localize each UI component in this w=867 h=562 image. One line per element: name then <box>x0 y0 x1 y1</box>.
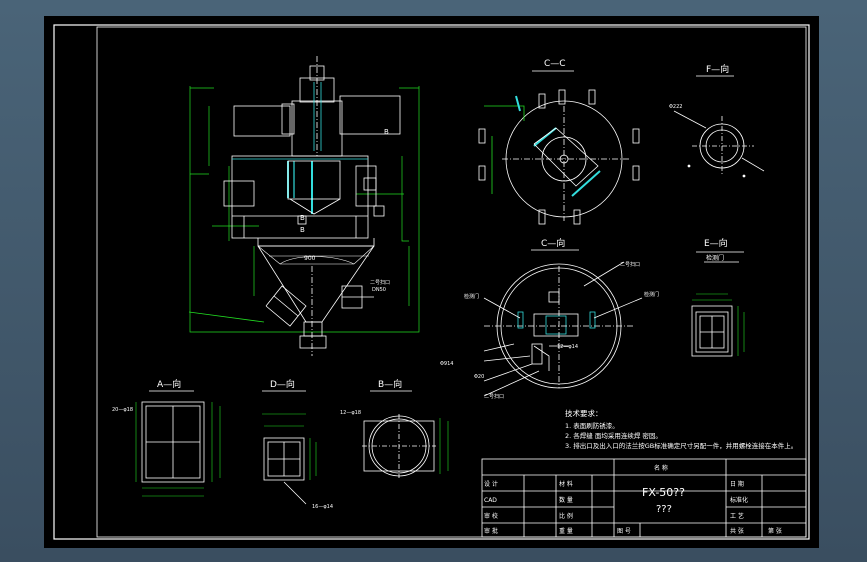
tb-r4c2: 重 量 <box>559 527 573 535</box>
view-a-title: A—向 <box>157 378 181 390</box>
c-direction-view <box>483 249 643 397</box>
c-inspect-door-left: 检测门 <box>464 293 479 300</box>
c-phi20-label: Φ20 <box>474 374 484 380</box>
tb-r2c3: 标准化 <box>730 496 748 504</box>
c-inspect-door-right: 检测门 <box>644 291 659 298</box>
tb-r1c3: 日 期 <box>730 480 744 488</box>
main-label-b-1: B <box>384 128 389 136</box>
view-c-c-title: C—C <box>544 59 566 69</box>
tb-r1c1: 设 计 <box>484 480 498 488</box>
notes-title: 技术要求： <box>565 408 603 418</box>
a-direction-view <box>135 390 221 497</box>
c-bolts-label: 12—φ14 <box>557 344 578 350</box>
tb-r3c3: 工 艺 <box>730 512 744 520</box>
view-d-title: D—向 <box>270 378 295 390</box>
notes-item-1: 1. 表面刷防锈漆。 <box>565 421 619 430</box>
main-elevation-view <box>188 56 420 356</box>
tb-r2c2: 数 量 <box>559 496 573 504</box>
view-c-dir-title: C—向 <box>541 237 565 249</box>
inner-frame <box>96 26 807 538</box>
tb-r1c2: 材 料 <box>559 480 573 488</box>
tb-r4c1: 审 批 <box>484 527 498 535</box>
notes-item-2: 2. 各焊缝 面均采用连续焊 密固。 <box>565 431 662 440</box>
notes-item-3: 3. 排出口及出入口的法兰按GB标准确定尺寸另配一件，并用螺栓连接在本件上。 <box>565 441 797 450</box>
c-c-section-view <box>478 70 640 225</box>
tb-sheet: 第 张 <box>768 527 782 535</box>
d-bolts-label: 16—φ14 <box>312 504 333 510</box>
technical-notes: 技术要求： 1. 表面刷防锈漆。 2. 各焊缝 面均采用连续焊 密固。 3. 排… <box>565 408 797 450</box>
tb-header: 名 称 <box>654 464 668 472</box>
drawing-sheet[interactable]: B B B 900 二号扫口 DN50 C—C <box>44 16 819 548</box>
main-label-b-2: B <box>300 214 305 222</box>
tb-r4c3: 图 号 <box>617 528 631 535</box>
outer-frame <box>53 24 810 540</box>
a-bolts-label: 20—φ18 <box>112 407 133 413</box>
f-phi222-label: Φ222 <box>669 104 682 110</box>
title-block-text: 名 称 设 计 材 料 日 期 CAD 数 量 标准化 审 校 比 例 工 艺 … <box>484 464 782 535</box>
tb-r3c1: 审 校 <box>484 512 498 520</box>
view-f-title: F—向 <box>706 63 729 75</box>
view-b-title: B—向 <box>378 378 402 390</box>
tb-r2c1: CAD <box>484 497 497 504</box>
tb-r4c4: 共 张 <box>730 527 744 535</box>
tb-drawing-number: FX-50?? <box>642 486 685 499</box>
tb-r3c2: 比 例 <box>559 512 573 520</box>
b-bolts-label: 12—φ18 <box>340 410 361 416</box>
main-dim-900: 900 <box>304 255 316 262</box>
b-direction-view <box>362 390 449 478</box>
c-cleanout-bottom: 二号扫口 <box>484 393 504 400</box>
tb-drawing-name: ??? <box>656 504 672 515</box>
e-direction-view <box>691 251 745 357</box>
f-direction-view <box>673 75 765 178</box>
title-block <box>481 458 807 538</box>
c-phi914-label: Φ914 <box>440 361 453 367</box>
main-label-b-3: B <box>300 226 305 234</box>
main-dn50-label: DN50 <box>372 287 386 293</box>
view-e-title: E—向 <box>704 237 728 249</box>
d-direction-view <box>262 390 317 505</box>
c-cleanout-top: 二号扫口 <box>620 261 640 268</box>
view-e-subtitle: 检测门 <box>706 254 724 262</box>
main-cleanout-label: 二号扫口 <box>370 279 390 286</box>
cad-drawing: B B B 900 二号扫口 DN50 C—C <box>53 24 810 540</box>
